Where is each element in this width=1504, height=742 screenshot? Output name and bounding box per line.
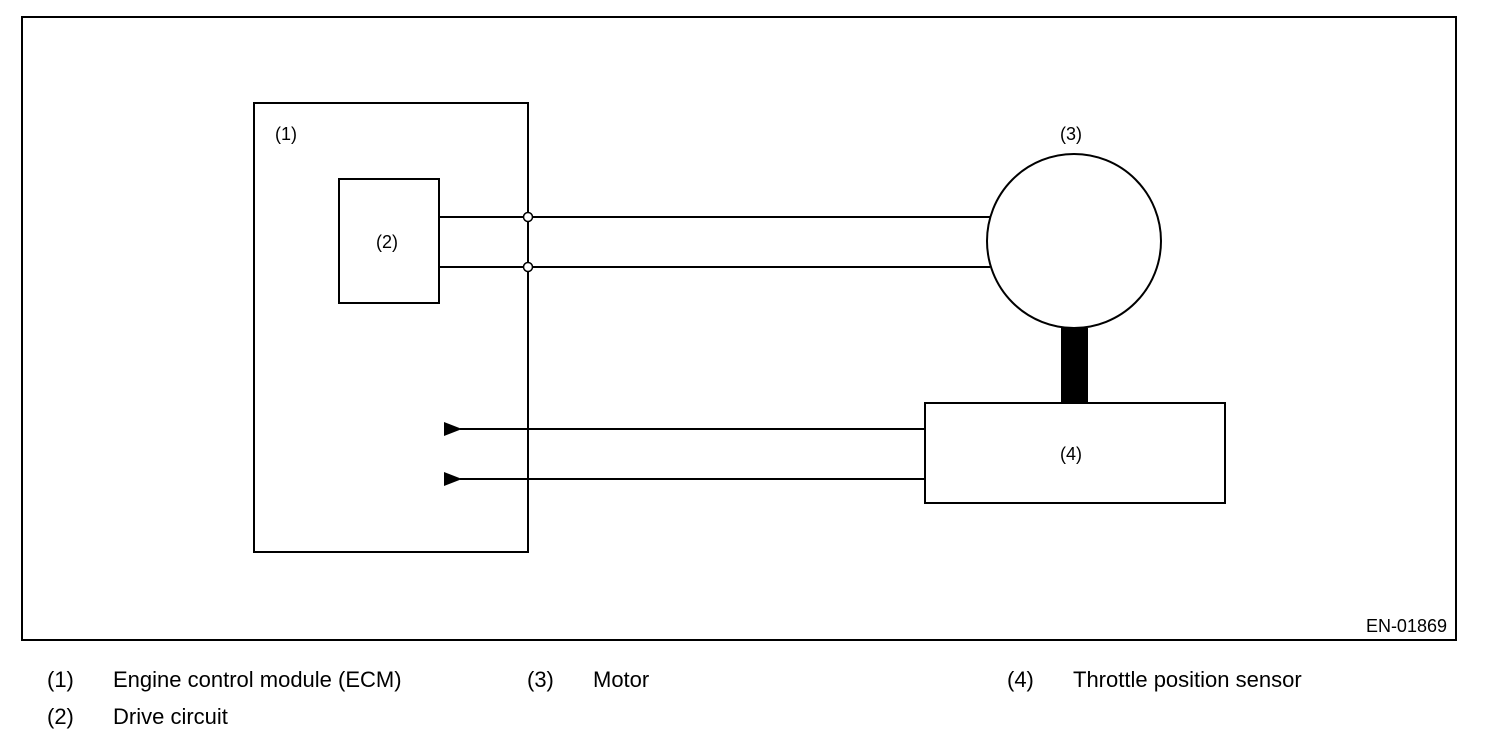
legend-label: Motor bbox=[593, 667, 650, 692]
throttle-sensor-box bbox=[924, 402, 1226, 504]
motor-callout: (3) bbox=[1060, 124, 1082, 144]
legend-label: Engine control module (ECM) bbox=[113, 667, 402, 692]
ecm-callout: (1) bbox=[275, 124, 297, 144]
throttle-control-diagram: (1) (2) (3) (4) EN-01869 bbox=[21, 16, 1457, 641]
legend-label: Throttle position sensor bbox=[1073, 667, 1302, 692]
legend-num: (4) bbox=[1007, 667, 1034, 692]
legend-num: (1) bbox=[47, 667, 74, 692]
legend: (1) Engine control module (ECM) (2) Driv… bbox=[0, 650, 1504, 742]
throttle-sensor-callout: (4) bbox=[1060, 444, 1082, 464]
ecm-box bbox=[253, 102, 529, 553]
drive-circuit-callout: (2) bbox=[376, 232, 398, 252]
terminal-lower bbox=[522, 261, 534, 273]
legend-label: Drive circuit bbox=[113, 704, 228, 729]
motor-shaft bbox=[1061, 328, 1088, 404]
drive-circuit-box bbox=[338, 178, 440, 304]
legend-num: (3) bbox=[527, 667, 554, 692]
motor-circle bbox=[986, 153, 1162, 329]
diagram-frame bbox=[21, 16, 1457, 641]
legend-num: (2) bbox=[47, 704, 74, 729]
reference-code: EN-01869 bbox=[1366, 616, 1447, 636]
terminal-upper bbox=[522, 211, 534, 223]
